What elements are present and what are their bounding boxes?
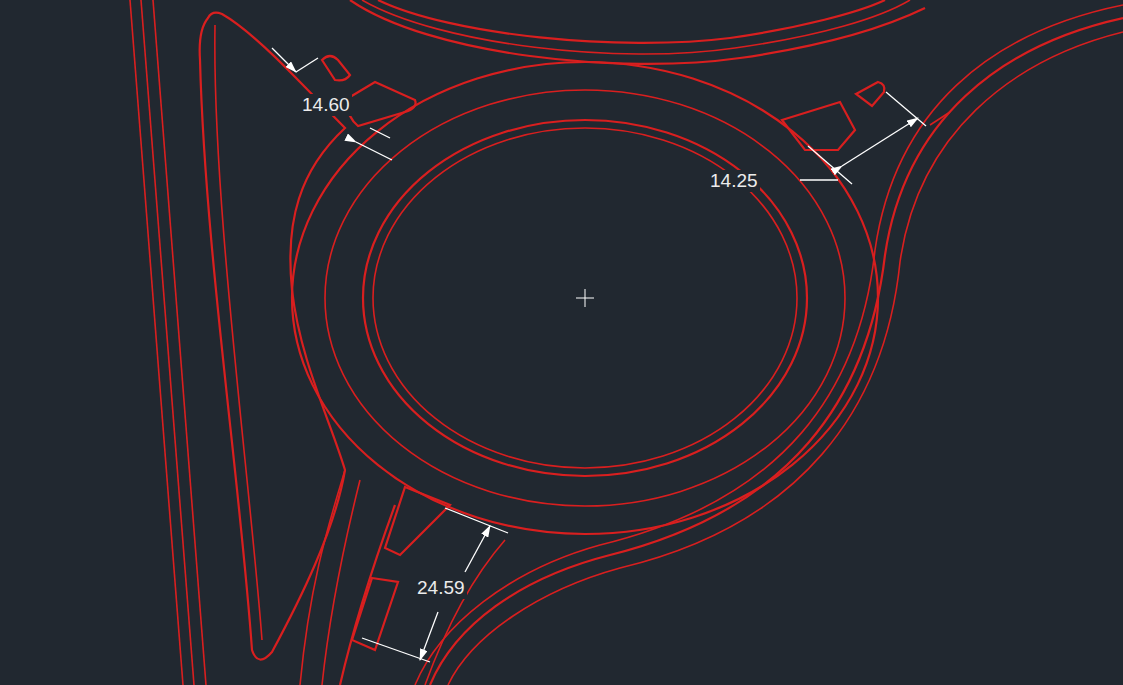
centre-mark	[576, 289, 594, 307]
dimension-label: 14.60	[300, 94, 352, 116]
dimension-label: 14.25	[708, 170, 760, 192]
dimension-label: 24.59	[415, 577, 467, 599]
road-lines	[130, 0, 1123, 685]
dimension-lines	[272, 48, 926, 662]
